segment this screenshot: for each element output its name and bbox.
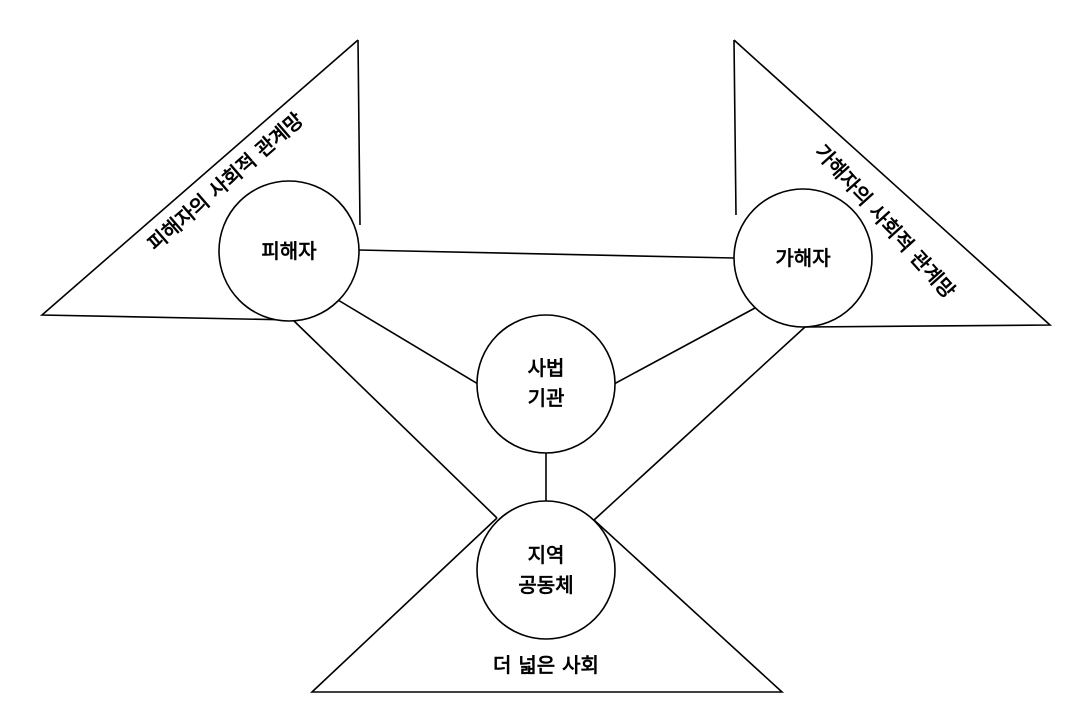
link-victim-offender	[357, 249, 735, 259]
node-victim: 피해자	[218, 180, 360, 322]
offender-label: 가해자	[775, 246, 831, 270]
offender-network-triangle	[733, 39, 1053, 328]
victim-label: 피해자	[261, 239, 317, 263]
justice-label-line1: 사법	[528, 356, 565, 380]
victim-network-triangle	[39, 39, 359, 321]
community-circle	[476, 500, 616, 640]
link-victim-community	[292, 319, 498, 519]
victim-network-right-edge	[357, 39, 361, 226]
justice-label-line2: 기관	[528, 386, 565, 410]
node-justice: 사법 기관	[476, 314, 616, 454]
node-offender: 가해자	[733, 188, 873, 328]
community-label-line1: 지역	[528, 543, 565, 567]
link-offender-community	[593, 326, 806, 521]
offender-circle	[733, 188, 873, 328]
wider-society-triangle	[309, 517, 785, 693]
wider-society-label: 더 넓은 사회	[493, 653, 599, 677]
justice-circle	[476, 314, 616, 454]
community-label-line2: 공동체	[518, 573, 573, 597]
link-offender-justice	[613, 307, 756, 385]
victim-circle	[218, 180, 360, 322]
node-community: 지역 공동체	[476, 500, 616, 640]
link-victim-justice	[337, 299, 479, 385]
offender-network-left-edge	[733, 39, 737, 216]
